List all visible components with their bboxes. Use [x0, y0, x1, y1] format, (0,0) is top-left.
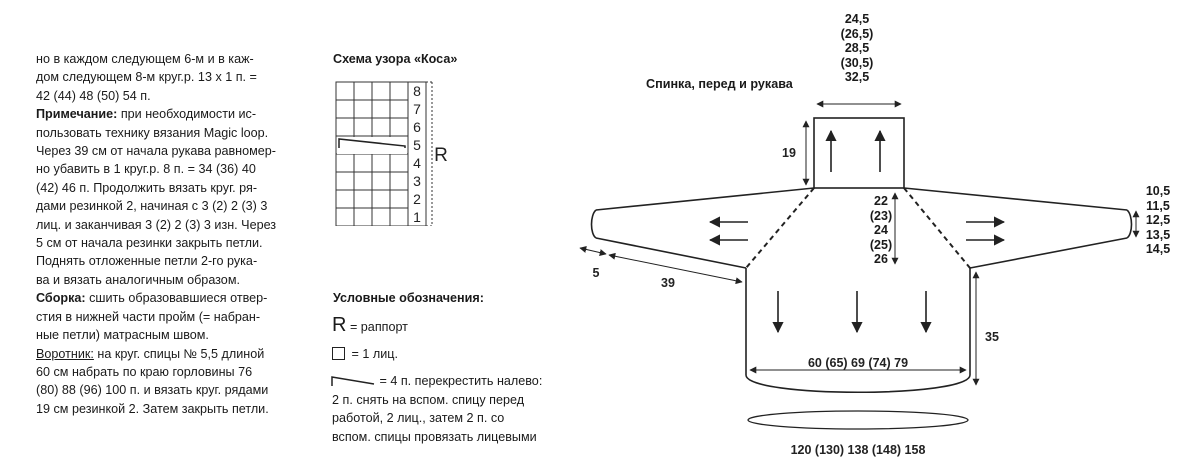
cable-symbol-icon	[331, 376, 375, 386]
cable-cross-symbol	[337, 137, 407, 154]
text-line: работой, 2 лиц., затем 2 п. со	[332, 411, 505, 426]
repeat-label: R	[434, 145, 448, 166]
legend-knit-text: = 1 лиц.	[348, 347, 398, 361]
collar-label: Воротник:	[36, 346, 94, 361]
cuff-length-label: 5	[593, 266, 600, 280]
row-number: 7	[413, 101, 421, 117]
left-sleeve-bottom	[595, 237, 747, 269]
body-width-label: 60 (65) 69 (74) 79	[808, 356, 908, 370]
measure-value: 26	[874, 252, 888, 266]
hem-circumference-label: 120 (130) 138 (148) 158	[791, 443, 926, 457]
measure-value: (23)	[869, 208, 893, 223]
legend-title: Условные обозначения:	[333, 291, 484, 305]
legend-repeat-text: = раппорт	[346, 320, 408, 334]
text-line: пользовать технику вязания Magic loop.	[36, 125, 269, 140]
text-line: но убавить в 1 круг.р. 8 п. = 34 (36) 40	[36, 162, 256, 177]
collar-outline	[813, 117, 905, 189]
collar-paragraph-start: Воротник: на круг. спицы № 5,5 длиной	[36, 345, 318, 363]
text-line: (42) 46 п. Продолжить вязать круг. ря-	[36, 180, 258, 195]
measure-value: 28,5	[844, 41, 870, 55]
sleeve-length-label: 39	[661, 276, 675, 290]
schematic-title: Спинка, перед и рукава	[646, 77, 793, 91]
row-number: 5	[413, 137, 421, 153]
sleeve-length-dimension	[608, 252, 743, 285]
left-cuff	[590, 209, 597, 239]
text-line: вспом. спицы провязать лицевыми	[332, 429, 537, 444]
text-line: 60 см набрать по краю горловины 76	[36, 364, 253, 379]
right-cuff	[1126, 209, 1133, 239]
raglan-seam-left	[745, 187, 815, 269]
instructions-text: но в каждом следующем 6-м и в каж- дом с…	[36, 50, 318, 418]
measure-value: (30,5)	[840, 55, 874, 70]
collar-height-label: 19	[782, 146, 796, 160]
text-fragment: на круг. спицы № 5,5 длиной	[93, 346, 265, 361]
measure-value: 22	[874, 194, 888, 208]
text-line: 42 (44) 48 (50) 54 п.	[36, 88, 151, 103]
text-line: ва и вязать аналогичным образом.	[36, 272, 240, 287]
text-line: стия в нижней части пройм (= набран-	[36, 309, 261, 324]
legend-cable-text: = 4 п. перекрестить налево:	[376, 374, 543, 388]
assembly-label: Сборка:	[36, 291, 86, 306]
cuff-width-values: 10,5 11,5 12,5 13,5 14,5	[1138, 184, 1178, 257]
measure-value: 24,5	[844, 12, 870, 26]
knit-square-icon	[332, 347, 345, 360]
text-line: Через 39 см от начала рукава равномер-	[36, 144, 276, 159]
measure-value: 10,5	[1145, 184, 1171, 198]
text-fragment: при необходимости ис-	[117, 107, 257, 122]
text-line: ные петли) матрасным швом.	[36, 328, 209, 343]
legend-repeat: R = раппорт	[332, 314, 408, 336]
legend-knit: = 1 лиц.	[332, 345, 398, 363]
right-sleeve-bottom	[969, 237, 1128, 269]
raglan-depth-values: 22 (23) 24 (25) 26	[856, 194, 906, 267]
legend-cable: = 4 п. перекрестить налево:	[330, 372, 542, 390]
text-line: дом следующем 8-м круг.р. 13 х 1 п. =	[36, 70, 257, 85]
measure-value: 14,5	[1145, 242, 1171, 256]
raglan-seam-right	[903, 187, 971, 269]
measure-value: (25)	[869, 237, 893, 252]
assembly-paragraph-start: Сборка: сшить образовавшиеся отвер-	[36, 289, 318, 307]
text-line: Поднять отложенные петли 2-го рука-	[36, 254, 258, 269]
text-line: 19 см резинкой 2. Затем закрыть петли.	[36, 401, 269, 416]
measure-value: 11,5	[1146, 198, 1170, 213]
cable-chart: 8 7 6 5 4 3 2 1 R	[335, 81, 448, 226]
measure-value: (26,5)	[840, 26, 874, 41]
measure-value: 13,5	[1145, 227, 1171, 242]
right-sleeve-top	[903, 187, 1128, 211]
text-line: лиц. и заканчивая 3 (2) 2 (3) 3 изн. Чер…	[36, 217, 277, 232]
text-line: но в каждом следующем 6-м и в каж-	[36, 52, 254, 66]
chart-title: Схема узора «Коса»	[333, 52, 458, 66]
row-number: 2	[413, 191, 421, 207]
text-line: 5 см от начала резинки закрыть петли.	[36, 236, 263, 251]
body-length-label: 35	[985, 330, 999, 344]
text-line: 2 п. снять на вспом. спицу перед	[332, 393, 525, 407]
hem-circumference-ellipse	[747, 410, 969, 430]
note-paragraph-start: Примечание: при необходимости ис-	[36, 105, 318, 123]
text-fragment: сшить образовавшиеся отвер-	[85, 291, 268, 306]
text-line: дами резинкой 2, начиная с 3 (2) 2 (3) 3	[36, 199, 268, 214]
repeat-symbol: R	[332, 314, 347, 336]
row-number: 1	[413, 209, 421, 225]
body-hem	[745, 374, 971, 393]
cable-description: 2 п. снять на вспом. спицу перед работой…	[332, 391, 577, 446]
measure-value: 24	[874, 223, 888, 237]
row-number: 4	[413, 155, 421, 171]
text-line: (80) 88 (96) 100 п. и вязать круг. рядам…	[36, 383, 269, 398]
note-label: Примечание:	[36, 107, 118, 122]
cuff-length-dimension	[579, 246, 607, 256]
measure-value: 32,5	[844, 70, 870, 84]
measure-value: 12,5	[1145, 213, 1171, 227]
row-number: 3	[413, 173, 421, 189]
row-number: 8	[413, 83, 421, 99]
neck-width-values: 24,5 (26,5) 28,5 (30,5) 32,5	[832, 12, 882, 85]
row-number: 6	[413, 119, 421, 135]
left-sleeve-top	[595, 187, 815, 211]
